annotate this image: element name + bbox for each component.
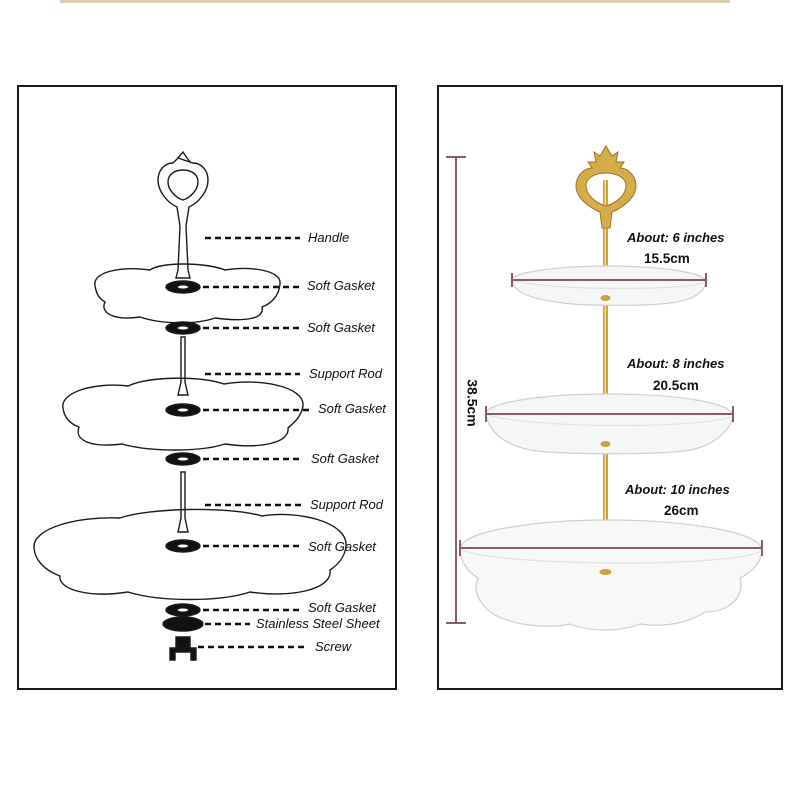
label-support-rod: Support Rod	[309, 366, 382, 381]
label-screw: Screw	[315, 639, 352, 654]
label-soft-gasket: Soft Gasket	[307, 278, 375, 293]
label-soft-gasket: Soft Gasket	[318, 401, 386, 416]
height-label: 38.5cm	[464, 379, 481, 427]
top-tier-cm: 15.5cm	[644, 251, 690, 266]
support-rod-icon	[177, 471, 189, 533]
top-plate-outline	[94, 263, 281, 324]
handle-icon	[157, 150, 209, 279]
top-tier-inches: About: 6 inches	[627, 230, 725, 245]
support-rod-icon	[177, 336, 189, 396]
steel-sheet-icon	[162, 616, 204, 632]
label-soft-gasket: Soft Gasket	[308, 600, 376, 615]
bottom-tier-inches: About: 10 inches	[625, 482, 730, 497]
middle-tier-inches: About: 8 inches	[627, 356, 725, 371]
label-support-rod: Support Rod	[310, 497, 383, 512]
top-divider	[60, 0, 730, 3]
bottom-plate-outline	[33, 508, 347, 601]
label-soft-gasket: Soft Gasket	[307, 320, 375, 335]
bottom-tier-cm: 26cm	[664, 503, 699, 518]
label-soft-gasket: Soft Gasket	[311, 451, 379, 466]
screw-icon	[169, 636, 197, 661]
gasket-group	[162, 280, 204, 661]
exploded-diagram	[33, 150, 347, 601]
label-handle: Handle	[308, 230, 350, 245]
stand-illustration	[459, 145, 763, 631]
dimension-lines	[446, 156, 763, 624]
label-soft-gasket: Soft Gasket	[308, 539, 376, 554]
label-stainless-steel-sheet: Stainless Steel Sheet	[256, 616, 380, 631]
gold-handle-icon	[575, 145, 637, 229]
middle-tier-cm: 20.5cm	[653, 378, 699, 393]
leader-lines	[198, 236, 312, 649]
middle-plate-outline	[62, 377, 304, 451]
